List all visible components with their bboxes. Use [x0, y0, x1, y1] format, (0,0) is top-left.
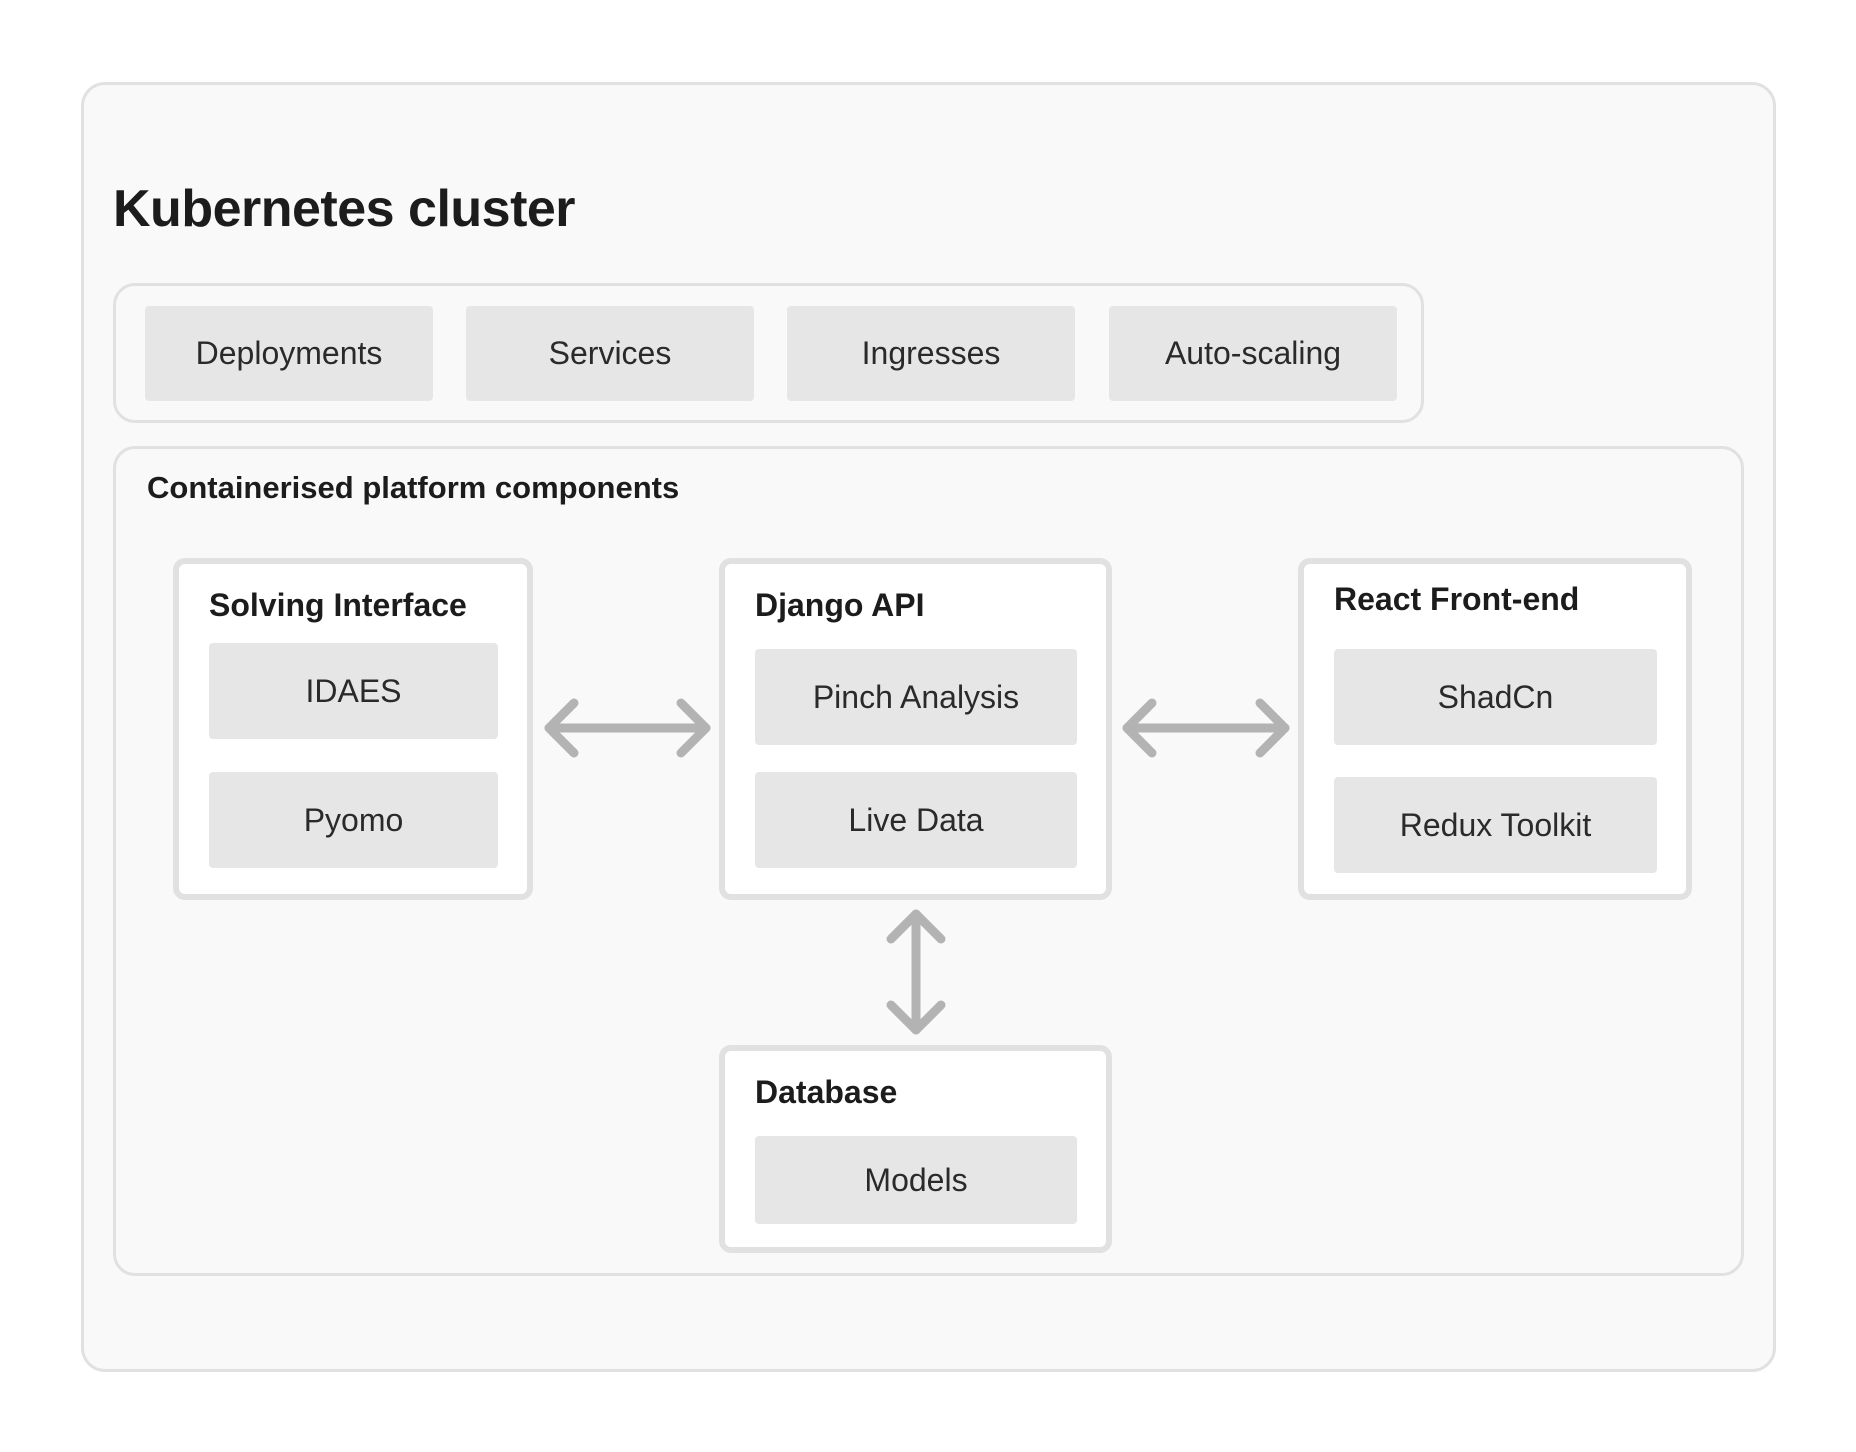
react-item-shadcn: ShadCn — [1334, 649, 1657, 745]
resource-services: Services — [466, 306, 754, 401]
solving-interface-title: Solving Interface — [209, 587, 467, 623]
resource-ingresses: Ingresses — [787, 306, 1075, 401]
resource-deployments: Deployments — [145, 306, 433, 401]
django-item-pinch-analysis: Pinch Analysis — [755, 649, 1077, 745]
database-title: Database — [755, 1074, 898, 1110]
solving-item-idaes: IDAES — [209, 643, 498, 739]
react-item-redux-toolkit: Redux Toolkit — [1334, 777, 1657, 873]
django-api-title: Django API — [755, 587, 925, 623]
django-item-live-data: Live Data — [755, 772, 1077, 868]
resource-auto-scaling: Auto-scaling — [1109, 306, 1397, 401]
solving-item-pyomo: Pyomo — [209, 772, 498, 868]
cluster-title: Kubernetes cluster — [113, 180, 576, 238]
platform-title: Containerised platform components — [147, 470, 680, 505]
database-item-models: Models — [755, 1136, 1077, 1224]
react-frontend-title: React Front-end — [1334, 581, 1580, 617]
